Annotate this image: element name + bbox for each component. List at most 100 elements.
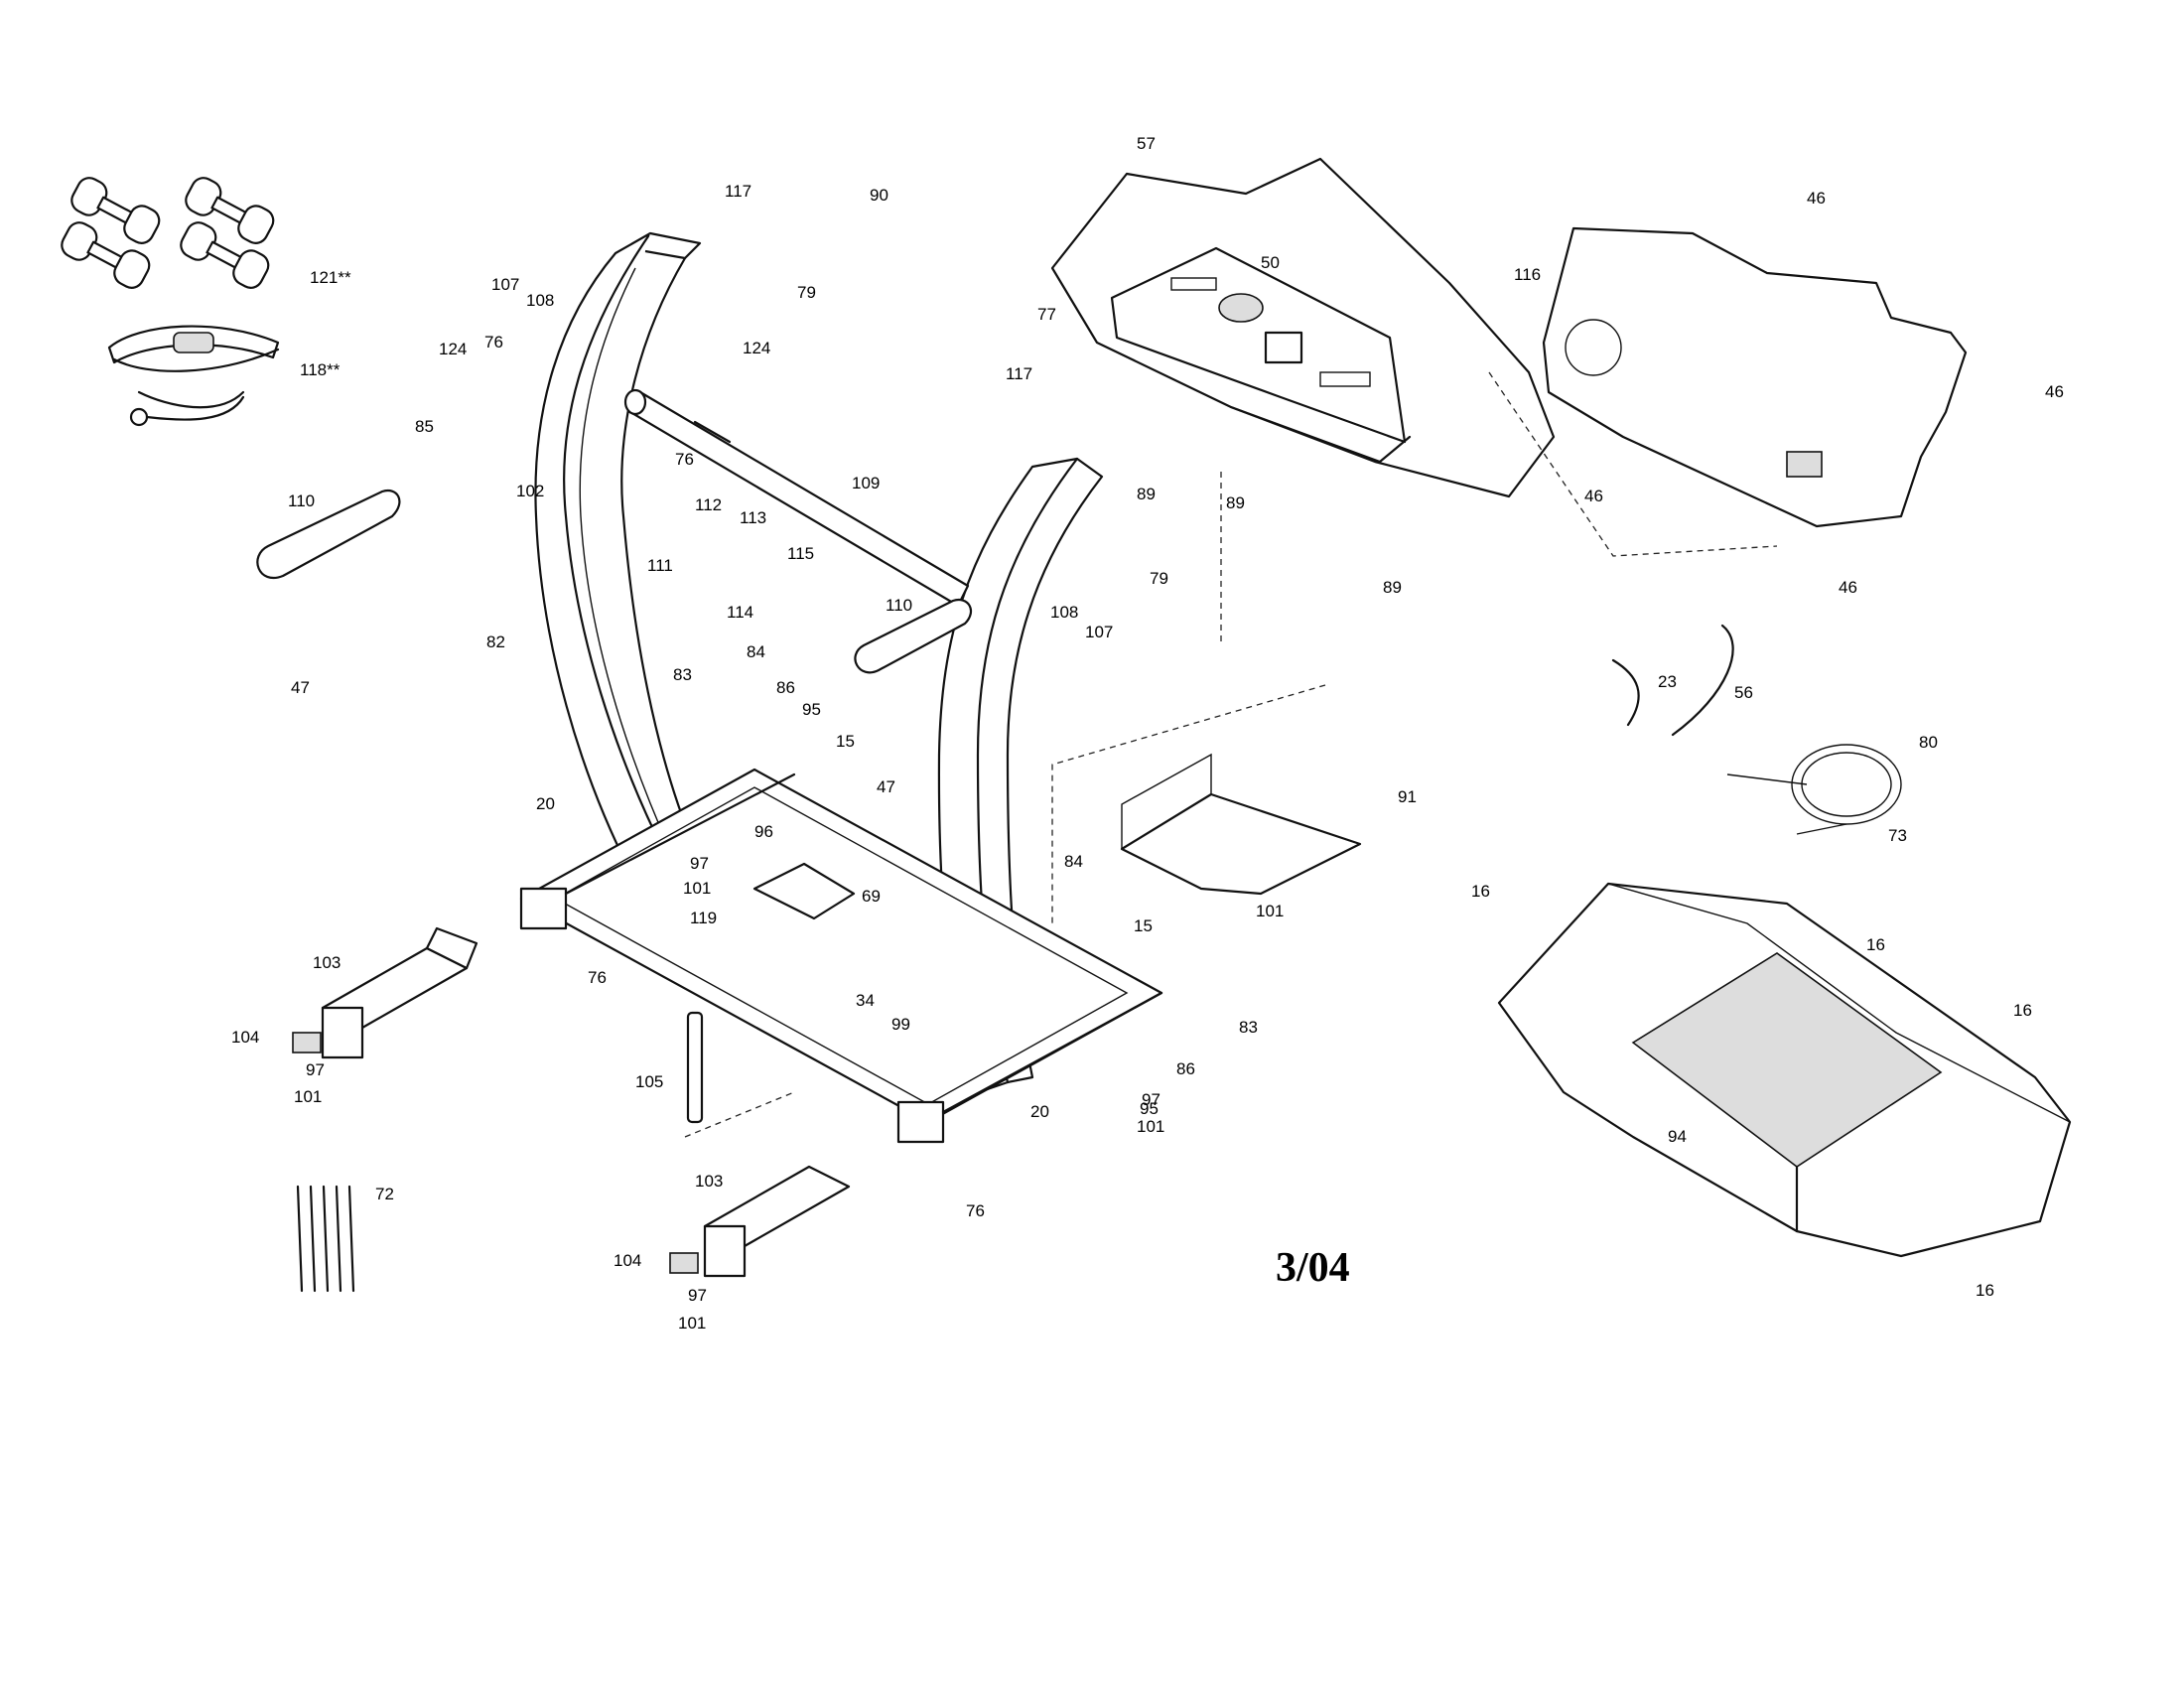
- motor-hood-part: [1497, 882, 2072, 1258]
- callout-101: 101: [1256, 902, 1284, 920]
- callout-34: 34: [856, 991, 875, 1010]
- left-handgrip-part: [256, 489, 401, 580]
- callout-99: 99: [891, 1015, 910, 1034]
- callout-79: 79: [1150, 569, 1168, 588]
- callout-16: 16: [1976, 1281, 1994, 1300]
- callout-16: 16: [2013, 1001, 2032, 1020]
- callout-97: 97: [1142, 1090, 1160, 1109]
- callout-89: 89: [1383, 578, 1402, 597]
- base-frame-part: [519, 768, 1163, 1144]
- callout-76: 76: [588, 968, 607, 987]
- callout-96: 96: [754, 822, 773, 841]
- callout-86: 86: [776, 678, 795, 697]
- callout-82: 82: [486, 632, 505, 651]
- callout-105: 105: [635, 1072, 663, 1091]
- callout-104: 104: [614, 1251, 641, 1270]
- callout-101: 101: [678, 1314, 706, 1333]
- callout-84: 84: [747, 642, 765, 661]
- shock-105-part: [686, 1011, 704, 1124]
- right-handgrip-part: [854, 598, 972, 674]
- callout-117: 117: [1006, 364, 1032, 383]
- tray-91-part: [1120, 753, 1362, 896]
- callout-109: 109: [852, 474, 880, 492]
- callout-20: 20: [536, 794, 555, 813]
- callout-23: 23: [1658, 672, 1677, 691]
- callout-89: 89: [1226, 493, 1245, 512]
- callout-47: 47: [291, 678, 310, 697]
- callout-16: 16: [1471, 882, 1490, 901]
- callout-108: 108: [1050, 603, 1078, 622]
- callout-72: 72: [375, 1185, 394, 1203]
- cable-ties-part: [296, 1185, 355, 1293]
- callout-94: 94: [1668, 1127, 1687, 1146]
- callout-77: 77: [1037, 305, 1056, 324]
- callout-80: 80: [1919, 733, 1938, 752]
- callout-103: 103: [313, 953, 341, 972]
- callout-16: 16: [1866, 935, 1885, 954]
- callout-97: 97: [306, 1060, 325, 1079]
- console-part: [1050, 157, 1556, 498]
- callout-85: 85: [415, 417, 434, 436]
- callout-118: 118**: [300, 360, 341, 379]
- callout-46: 46: [1584, 487, 1603, 505]
- callout-91: 91: [1398, 787, 1417, 806]
- callout-97: 97: [688, 1286, 707, 1305]
- callout-110: 110: [886, 596, 912, 615]
- callout-46: 46: [1839, 578, 1857, 597]
- callout-119: 119: [690, 909, 717, 927]
- callout-47: 47: [877, 777, 895, 796]
- callout-95: 95: [1140, 1099, 1159, 1118]
- callout-102: 102: [516, 482, 544, 500]
- rear-panel-part: [1542, 226, 1968, 528]
- callout-111: 111: [647, 556, 673, 575]
- callout-113: 113: [740, 508, 766, 527]
- callout-90: 90: [870, 186, 888, 205]
- callout-56: 56: [1734, 683, 1753, 702]
- callout-101: 101: [294, 1087, 322, 1106]
- callout-20: 20: [1030, 1102, 1049, 1121]
- callout-83: 83: [673, 665, 692, 684]
- callout-79: 79: [797, 283, 816, 302]
- callout-107: 107: [491, 275, 519, 294]
- callout-76: 76: [675, 450, 694, 469]
- callout-103: 103: [695, 1172, 723, 1191]
- callout-15: 15: [836, 732, 855, 751]
- right-foot-extension-part: [669, 1165, 851, 1278]
- callout-76: 76: [484, 333, 503, 351]
- callout-101: 101: [683, 879, 711, 898]
- callout-95: 95: [802, 700, 821, 719]
- callout-117: 117: [725, 182, 751, 201]
- callout-57: 57: [1137, 134, 1156, 153]
- callout-97: 97: [690, 854, 709, 873]
- chest-strap-part: [107, 325, 280, 427]
- callout-46: 46: [1807, 189, 1826, 208]
- date-code: 3/04: [1276, 1245, 1350, 1291]
- callout-46: 46: [2045, 382, 2064, 401]
- assembly-dashed-lines: [684, 371, 1778, 1138]
- callout-121: 121**: [310, 268, 351, 287]
- callout-89: 89: [1137, 485, 1156, 503]
- motor-bracket-part: [752, 862, 856, 920]
- callout-124: 124: [743, 339, 770, 357]
- callout-112: 112: [695, 495, 722, 514]
- callout-108: 108: [526, 291, 554, 310]
- callout-116: 116: [1514, 265, 1541, 284]
- left-foot-extension-part: [292, 926, 478, 1059]
- callout-84: 84: [1064, 852, 1083, 871]
- callout-50: 50: [1261, 253, 1280, 272]
- callout-107: 107: [1085, 623, 1113, 641]
- callout-15: 15: [1134, 916, 1153, 935]
- callout-101: 101: [1137, 1117, 1164, 1136]
- callout-69: 69: [862, 887, 881, 906]
- callout-115: 115: [787, 544, 814, 563]
- callout-114: 114: [727, 603, 753, 622]
- callout-76: 76: [966, 1201, 985, 1220]
- callout-83: 83: [1239, 1018, 1258, 1037]
- callout-104: 104: [231, 1028, 259, 1047]
- cables-part: [1611, 624, 1902, 835]
- dumbbells-part: [61, 177, 275, 289]
- left-upright-part: [534, 231, 702, 874]
- callout-124: 124: [439, 340, 467, 358]
- callouts: 117 90 57 50 46 116 46 46 46 77 79 79 10…: [231, 134, 2064, 1333]
